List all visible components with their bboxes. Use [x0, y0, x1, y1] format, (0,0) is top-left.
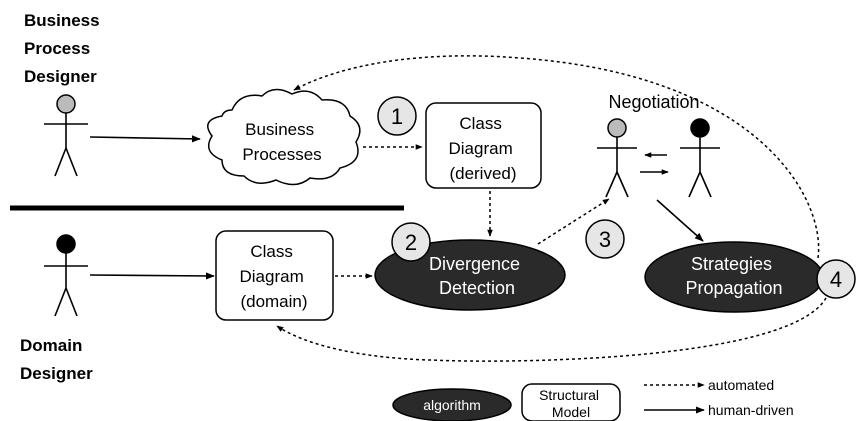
feedback-to-business-processes-arrow	[293, 55, 820, 259]
svg-text:Business Processes: Business Processes	[242, 120, 321, 164]
svg-text:Class Diagram (dom: Class Diagram (domain)	[240, 242, 309, 311]
class-diagram-domain: Class Diagram (domain)	[215, 230, 334, 321]
negotiator-business-figure	[597, 118, 637, 198]
domain-designer-to-class-diagram-arrow	[89, 272, 215, 280]
negotiation-label: Negotiation	[608, 92, 699, 112]
svg-text:2: 2	[405, 230, 417, 255]
svg-text:Class Diagram (der: Class Diagram (derived)	[449, 114, 518, 183]
negotiation-exchange-arrows	[640, 152, 669, 175]
svg-text:algorithm: algorithm	[423, 397, 481, 413]
business-process-designer-label: Business Process Designer	[24, 11, 104, 86]
svg-text:Divergence Detection: Divergence Detection	[429, 254, 525, 298]
negotiator-domain-figure	[680, 118, 720, 198]
step-4-badge: 4	[816, 259, 856, 299]
business-designer-figure	[44, 94, 88, 177]
legend-algorithm: algorithm	[392, 388, 512, 421]
svg-text:4: 4	[830, 267, 842, 292]
svg-text:3: 3	[599, 227, 611, 252]
legend: algorithm Structural Model automated hum…	[392, 377, 794, 421]
business-designer-to-processes-arrow	[89, 135, 201, 143]
svg-text:Structural Model: Structural Model	[539, 387, 603, 420]
legend-human-driven-label: human-driven	[708, 402, 794, 418]
domain-designer-label: Domain Designer	[20, 336, 93, 383]
step-2-badge: 2	[391, 222, 431, 262]
svg-text:1: 1	[391, 104, 403, 129]
step-3-badge: 3	[585, 219, 625, 259]
class-diagram-derived: Class Diagram (derived)	[425, 102, 542, 189]
business-processes-cloud: Business Processes	[207, 88, 361, 186]
svg-text:Strategies Propagation: Strategies Propagation	[685, 254, 782, 298]
legend-structural-model: Structural Model	[521, 383, 621, 421]
strategies-propagation-algorithm: Strategies Propagation	[644, 241, 824, 313]
step-1-badge: 1	[377, 96, 417, 136]
domain-designer-figure	[44, 234, 88, 317]
feedback-to-domain-class-diagram-arrow	[276, 297, 827, 362]
divergence-to-negotiation-arrow	[537, 198, 610, 245]
negotiation-to-strategies-arrow	[656, 199, 704, 242]
legend-automated-label: automated	[708, 377, 774, 393]
